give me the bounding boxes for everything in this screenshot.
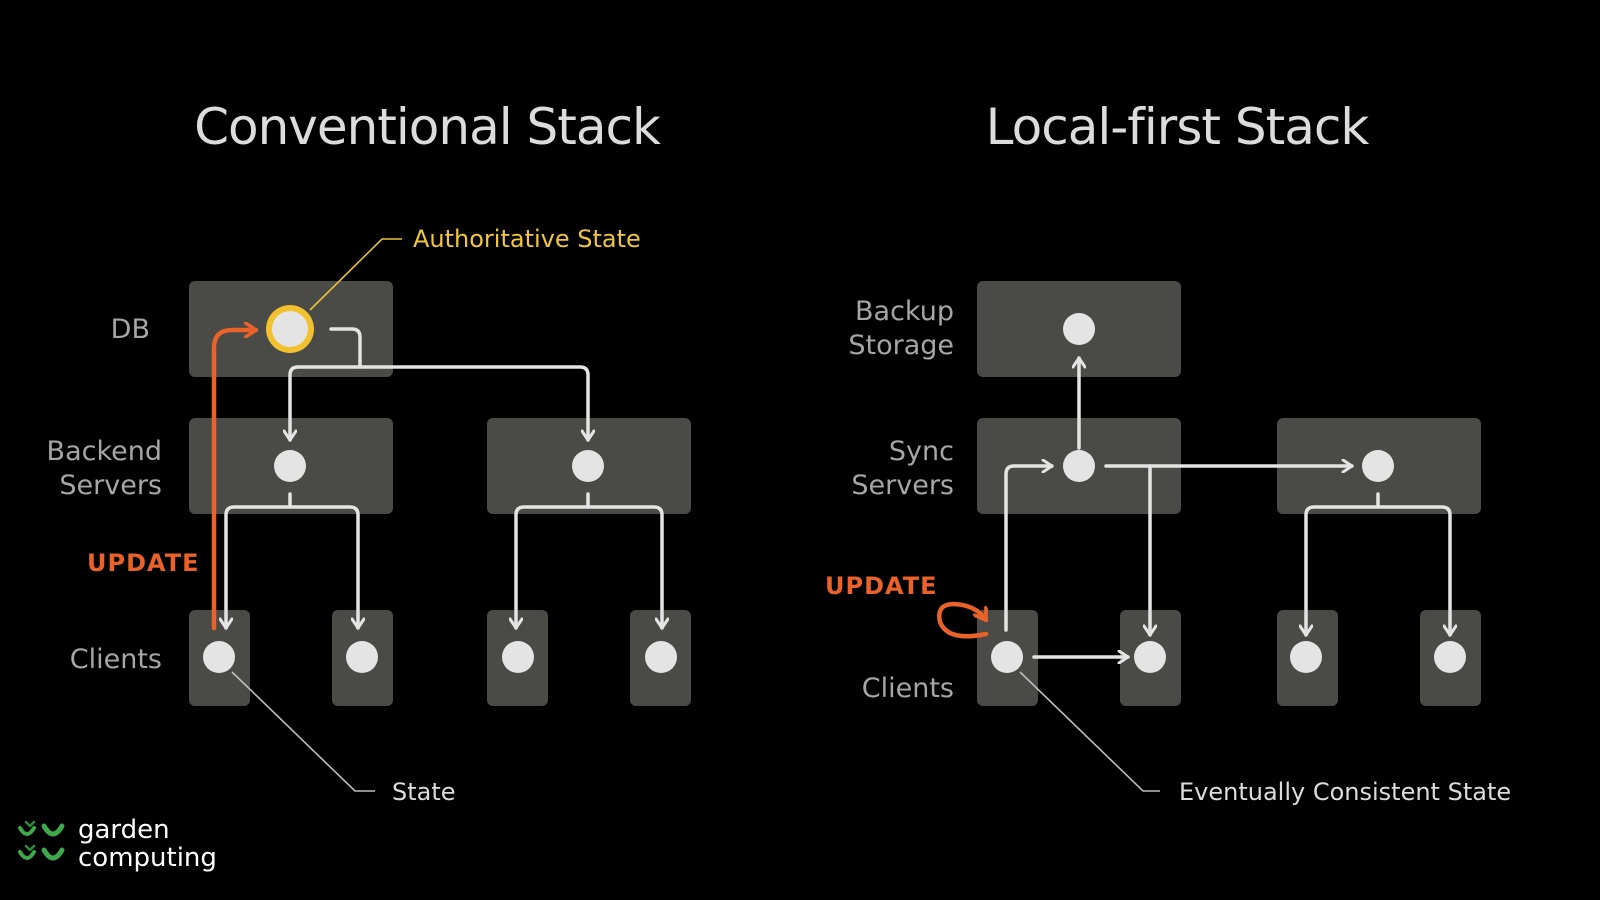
state-leader (231, 671, 375, 792)
row-label-db: DB (111, 314, 150, 345)
client-node (991, 641, 1023, 673)
client-node (1290, 641, 1322, 673)
backend-node (274, 450, 306, 482)
db-node (272, 311, 308, 347)
row-label-sync-2: Servers (851, 470, 954, 501)
local-update-loop-arrow (937, 601, 989, 639)
authoritative-state-label: Authoritative State (413, 225, 641, 253)
eventual-state-leader (1019, 671, 1160, 792)
logo-text-line2: computing (78, 843, 217, 873)
row-label-clients: Clients (70, 644, 162, 675)
row-label-backup-2: Storage (848, 330, 954, 361)
conventional-title: Conventional Stack (194, 98, 661, 156)
sync-node (1362, 450, 1394, 482)
client-node (1134, 641, 1166, 673)
local-first-stack: Local-first Stack Backup Storage Sync Se… (825, 98, 1511, 806)
client-node (502, 641, 534, 673)
conventional-stack: Conventional Stack DB Backend Servers Cl… (47, 98, 691, 806)
client-to-sync-arrow (1004, 466, 1054, 632)
row-label-backend-2: Servers (59, 470, 162, 501)
client-node (1434, 641, 1466, 673)
sync-to-client-arrow (1376, 505, 1450, 637)
row-label-sync-1: Sync (889, 436, 954, 467)
update-label: UPDATE (87, 549, 199, 577)
backend-node (572, 450, 604, 482)
local-first-title: Local-first Stack (986, 98, 1370, 156)
backend-to-client-arrow (516, 492, 590, 630)
update-path-arrow (211, 330, 259, 631)
sync-node (1063, 450, 1095, 482)
client-node (645, 641, 677, 673)
eventual-state-label: Eventually Consistent State (1179, 778, 1511, 806)
row-label-backend-1: Backend (47, 436, 162, 467)
row-label-backup-1: Backup (855, 296, 954, 327)
db-to-backend-arrow (358, 365, 588, 442)
backend-to-client-arrow (586, 505, 662, 630)
state-label: State (392, 778, 456, 806)
logo-text-line1: garden (78, 815, 170, 845)
update-label: UPDATE (825, 572, 937, 600)
row-label-clients: Clients (862, 673, 954, 704)
backend-to-client-arrow (226, 492, 292, 630)
sync-to-client-arrow (1306, 492, 1380, 637)
authoritative-state-leader (309, 238, 402, 311)
client-node (346, 641, 378, 673)
backend-to-client-arrow (288, 505, 358, 630)
sprout-icon (18, 820, 65, 861)
garden-computing-logo: garden computing (18, 815, 217, 873)
backup-node (1063, 313, 1095, 345)
client-node (203, 641, 235, 673)
